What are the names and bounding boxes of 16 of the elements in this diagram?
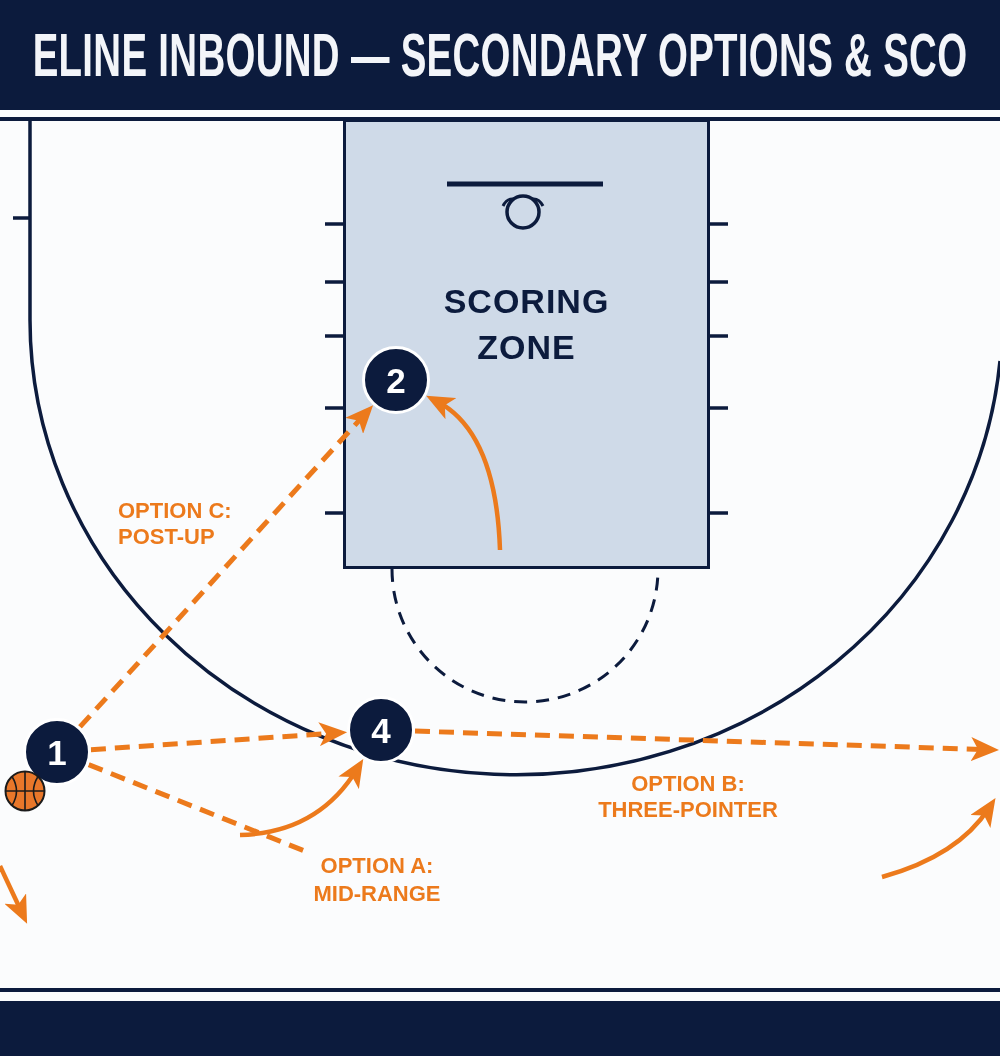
dashed-arrow (90, 722, 348, 753)
curved-arrow (239, 759, 364, 838)
option-label: OPTION A: MID-RANGE (310, 852, 444, 908)
title: ELINE INBOUND — SECONDARY OPTIONS & SCO (32, 24, 968, 86)
player-number: 2 (386, 362, 406, 398)
player-marker (362, 346, 430, 414)
player-number: 1 (47, 734, 67, 770)
edge-label: OPTION C: POST-UP (118, 498, 232, 550)
player-marker (23, 718, 91, 786)
player-number: 4 (371, 712, 391, 748)
scoring-zone (343, 119, 710, 569)
dashed-arrow (78, 405, 374, 729)
curved-arrow (426, 395, 503, 551)
edge-label: OPTION B: THREE-POINTER (597, 771, 779, 823)
dashed-arrow (414, 728, 999, 762)
zone-label: SCORING ZONE (442, 281, 611, 368)
